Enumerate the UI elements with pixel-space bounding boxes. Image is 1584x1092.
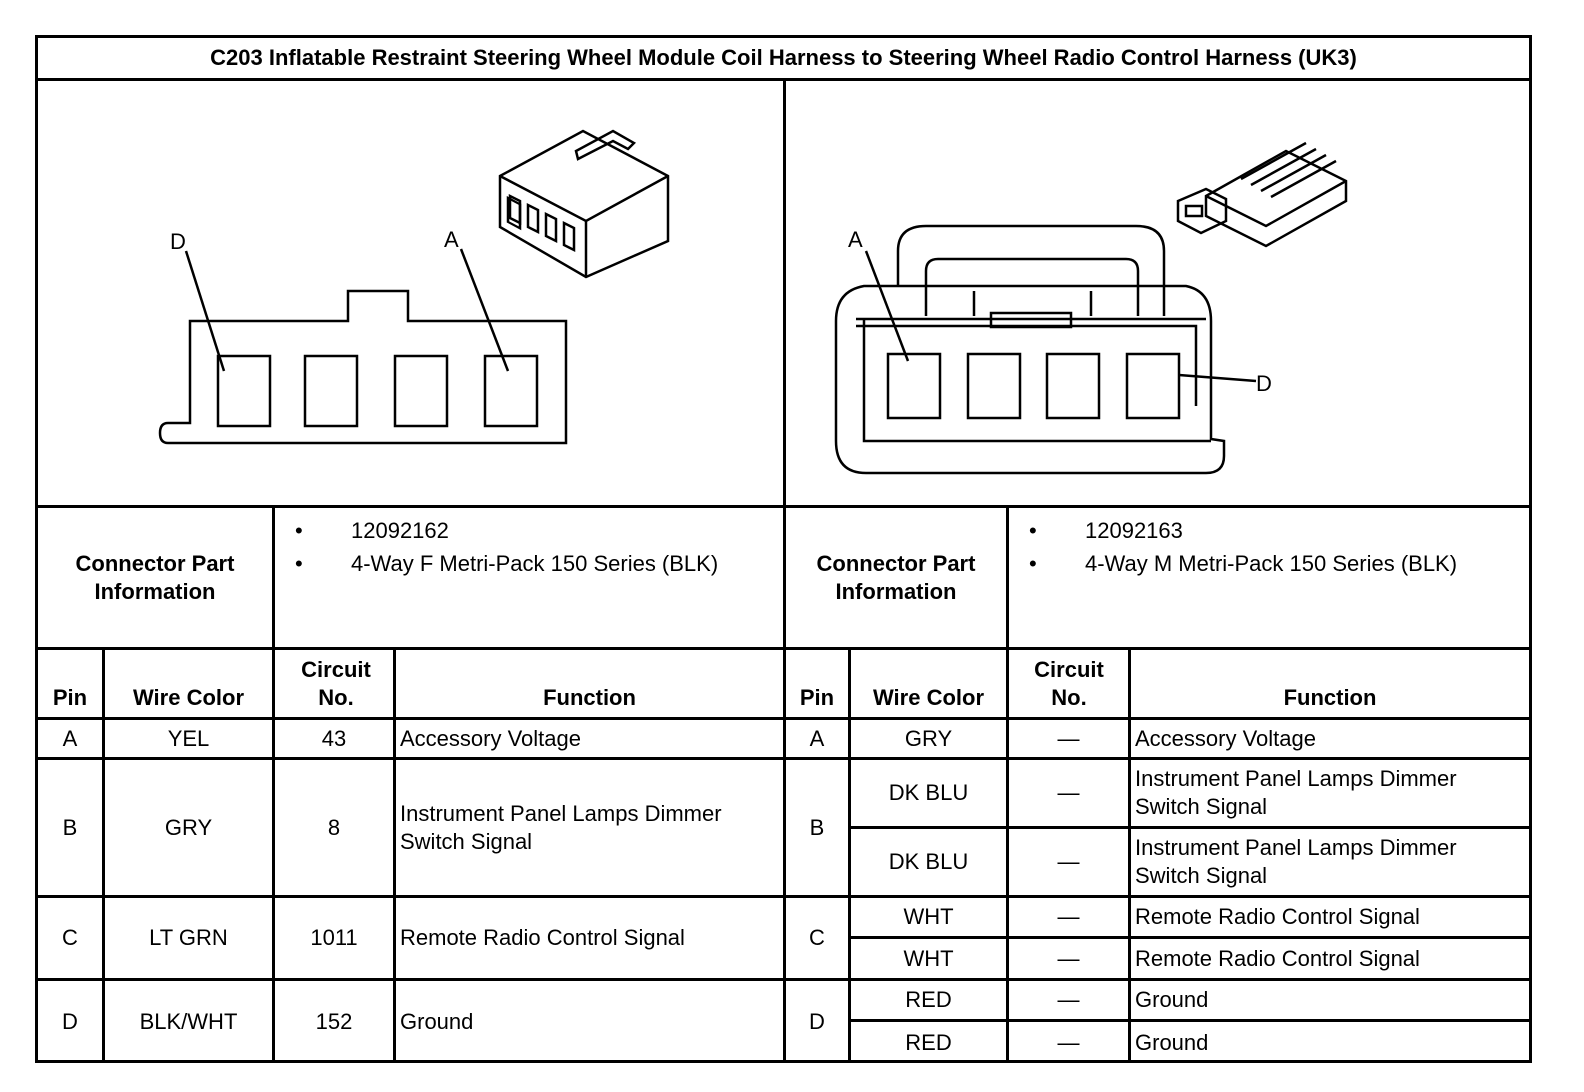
- right-part-info-list: 12092163 4-Way M Metri-Pack 150 Series (…: [1009, 516, 1509, 578]
- right-header-circuit: Circuit No.: [1034, 657, 1104, 710]
- right-part-info-label: Connector Part Information: [816, 550, 976, 604]
- right-row-d1-function: Ground: [1135, 987, 1209, 1012]
- left-row-c-pin: C: [62, 925, 78, 950]
- right-row-d-pin: D: [809, 1009, 825, 1034]
- right-col-rule-2: [1006, 650, 1009, 1063]
- left-part-description: 4-Way F Metri-Pack 150 Series (BLK): [275, 549, 775, 578]
- part-info-divider-right: [1006, 508, 1009, 650]
- right-row-b1-function: Instrument Panel Lamps Dimmer Switch Sig…: [1135, 766, 1457, 819]
- left-part-info-list: 12092162 4-Way F Metri-Pack 150 Series (…: [275, 516, 775, 578]
- right-row-a-circuit: —: [1057, 725, 1080, 751]
- left-row-b-wire: GRY: [164, 814, 213, 840]
- right-row-c-pin: C: [809, 925, 825, 950]
- table-header-rule: [38, 717, 1529, 720]
- left-row-rule-a: [38, 757, 783, 760]
- left-row-b-pin: B: [62, 814, 78, 840]
- right-pin-label-a: A: [848, 227, 863, 252]
- right-row-c2-circuit: —: [1057, 945, 1080, 971]
- left-row-a-function: Accessory Voltage: [400, 725, 581, 751]
- left-row-b-function: Instrument Panel Lamps Dimmer Switch Sig…: [400, 800, 722, 854]
- right-row-d1-circuit: —: [1057, 987, 1080, 1012]
- right-row-c1-circuit: —: [1057, 904, 1080, 929]
- right-header-wire-color: Wire Color: [872, 685, 985, 710]
- right-row-c1-wire: WHT: [903, 904, 954, 929]
- right-part-number: 12092163: [1009, 516, 1509, 545]
- left-row-a-circuit: 43: [321, 725, 347, 751]
- right-part-description: 4-Way M Metri-Pack 150 Series (BLK): [1009, 549, 1509, 578]
- left-row-d-pin: D: [62, 1009, 78, 1034]
- left-row-d-wire: BLK/WHT: [139, 1009, 238, 1034]
- right-row-d1-wire: RED: [905, 987, 952, 1012]
- right-row-d2-wire: RED: [905, 1029, 952, 1055]
- right-connector-drawing: A D: [834, 141, 1348, 475]
- right-row-rule-c: [786, 978, 1529, 981]
- left-connector-drawing: D A: [158, 129, 670, 445]
- right-header-pin: Pin: [799, 685, 835, 710]
- left-row-c-function: Remote Radio Control Signal: [400, 925, 685, 950]
- right-row-a-function: Accessory Voltage: [1135, 725, 1316, 751]
- left-row-c-circuit: 1011: [310, 925, 358, 950]
- right-row-rule-c-split: [851, 936, 1529, 939]
- part-info-divider-left: [272, 508, 275, 650]
- left-header-circuit: Circuit No.: [301, 657, 371, 710]
- left-col-rule-1: [102, 650, 105, 1063]
- left-row-a-wire: YEL: [167, 725, 210, 751]
- left-row-rule-b: [38, 895, 783, 898]
- left-header-function: Function: [543, 685, 636, 710]
- left-row-a-pin: A: [62, 725, 78, 751]
- right-row-b-pin: B: [809, 814, 825, 840]
- right-header-function: Function: [1283, 685, 1377, 710]
- left-row-rule-c: [38, 978, 783, 981]
- right-row-a-wire: GRY: [904, 725, 953, 751]
- left-row-c-wire: LT GRN: [149, 925, 228, 950]
- right-row-c1-function: Remote Radio Control Signal: [1135, 904, 1420, 929]
- right-col-rule-3: [1128, 650, 1131, 1063]
- right-row-rule-d-split: [851, 1019, 1529, 1022]
- right-row-b1-circuit: —: [1057, 780, 1080, 805]
- right-row-rule-b: [786, 895, 1529, 898]
- right-row-b2-circuit: —: [1057, 849, 1080, 874]
- part-info-bottom-rule: [38, 647, 1529, 650]
- right-col-rule-1: [848, 650, 851, 1063]
- left-row-d-circuit: 152: [315, 1009, 353, 1034]
- right-row-c2-function: Remote Radio Control Signal: [1135, 945, 1420, 971]
- right-row-d2-circuit: —: [1057, 1029, 1080, 1055]
- right-row-b1-wire: DK BLU: [888, 780, 969, 805]
- left-connector-figure: D A: [38, 81, 783, 508]
- left-header-wire-color: Wire Color: [132, 685, 245, 710]
- right-row-b2-function: Instrument Panel Lamps Dimmer Switch Sig…: [1135, 835, 1457, 888]
- right-row-c2-wire: WHT: [903, 945, 954, 971]
- right-connector-figure: A D: [786, 81, 1529, 508]
- left-pin-label-a: A: [444, 227, 459, 252]
- connector-sheet: C203 Inflatable Restraint Steering Wheel…: [35, 35, 1532, 1063]
- center-divider: [783, 81, 786, 1063]
- right-pin-label-d: D: [1256, 371, 1272, 396]
- right-row-rule-b-split: [851, 826, 1529, 829]
- left-row-b-circuit: 8: [327, 814, 341, 840]
- sheet-title: C203 Inflatable Restraint Steering Wheel…: [38, 38, 1529, 81]
- left-col-rule-3: [393, 650, 396, 1063]
- right-row-rule-a: [786, 757, 1529, 760]
- left-part-info-label: Connector Part Information: [75, 550, 235, 604]
- right-row-b2-wire: DK BLU: [888, 849, 969, 874]
- right-row-a-pin: A: [809, 725, 825, 751]
- left-part-number: 12092162: [275, 516, 775, 545]
- left-header-pin: Pin: [52, 685, 88, 710]
- right-row-d2-function: Ground: [1135, 1029, 1209, 1055]
- left-row-d-function: Ground: [400, 1009, 474, 1034]
- left-col-rule-2: [272, 650, 275, 1063]
- left-pin-label-d: D: [170, 229, 186, 254]
